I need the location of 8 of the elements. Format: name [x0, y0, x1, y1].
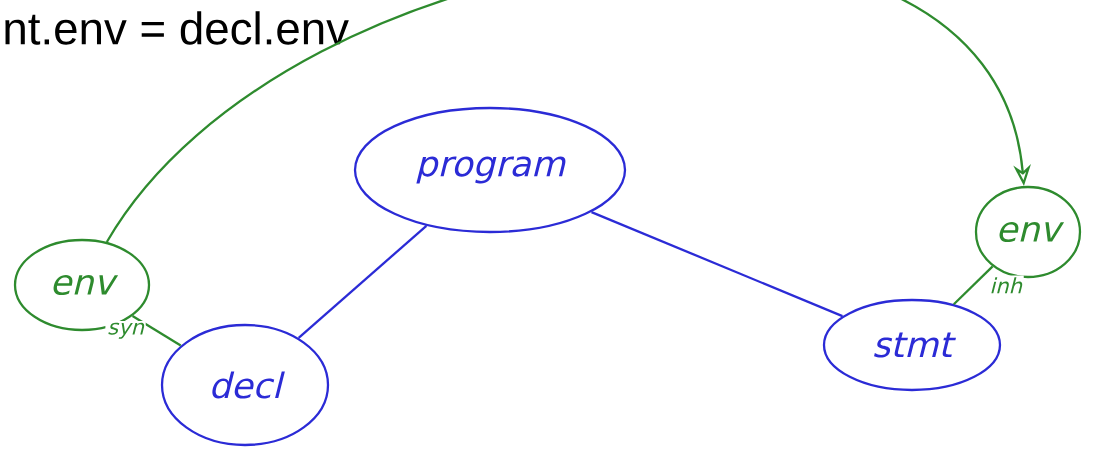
formula-heading: nt.env = decl.env	[5, 11, 349, 45]
edge-label: syn	[108, 322, 145, 339]
edge-label: inh	[991, 277, 1023, 294]
connector-line	[131, 315, 182, 347]
connector-line	[297, 224, 428, 339]
connector-line	[591, 211, 843, 318]
curved-arrow	[105, 0, 1031, 243]
connector-line	[953, 265, 994, 306]
